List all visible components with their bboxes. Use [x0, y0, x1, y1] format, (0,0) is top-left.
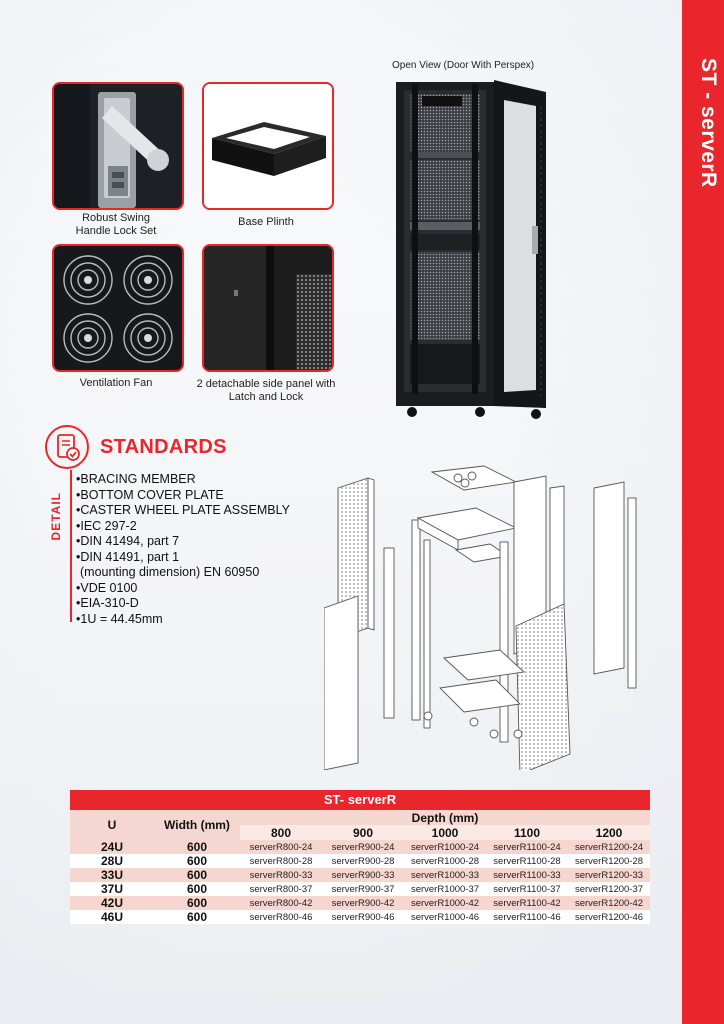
ventilation-fan-illustration [54, 246, 182, 370]
cell-model: serverR1000-33 [404, 868, 486, 882]
standards-item: •EIA-310-D [76, 596, 139, 610]
cell-model: serverR800-24 [240, 840, 322, 854]
depth-header: 900 [322, 825, 404, 840]
depth-header: 1200 [568, 825, 650, 840]
open-view-rack-photo [396, 76, 556, 421]
col-header-width: Width (mm) [154, 810, 240, 840]
cell-model: serverR1000-37 [404, 882, 486, 896]
cell-model: serverR900-46 [322, 910, 404, 924]
detail-label: DETAIL [49, 492, 63, 541]
cell-u: 46U [70, 910, 154, 924]
cell-model: serverR1100-42 [486, 896, 568, 910]
cell-model: serverR1100-46 [486, 910, 568, 924]
side-panel-caption: 2 detachable side panel with Latch and L… [196, 378, 336, 403]
base-plinth-caption: Base Plinth [238, 216, 294, 228]
cell-model: serverR900-24 [322, 840, 404, 854]
handle-lock-photo [52, 82, 184, 210]
cell-model: serverR1000-42 [404, 896, 486, 910]
cell-model: serverR900-28 [322, 854, 404, 868]
ventilation-fan-caption: Ventilation Fan [79, 377, 153, 389]
side-panel-photo [202, 244, 334, 372]
depth-header: 1000 [404, 825, 486, 840]
cell-model: serverR1200-33 [568, 868, 650, 882]
standards-item: •BOTTOM COVER PLATE [76, 487, 224, 502]
cell-width: 600 [154, 840, 240, 854]
handle-lock-caption: Robust Swing Handle Lock Set [75, 212, 157, 237]
cell-model: serverR1100-37 [486, 882, 568, 896]
open-view-caption: Open View (Door With Perspex) [392, 60, 535, 71]
cell-width: 600 [154, 896, 240, 910]
depth-header: 1100 [486, 825, 568, 840]
cell-model: serverR1000-28 [404, 854, 486, 868]
product-table: ST- serverR U Width (mm) Depth (mm) 800 … [70, 790, 650, 924]
col-header-depth: Depth (mm) [240, 810, 650, 825]
cell-model: serverR1200-37 [568, 882, 650, 896]
standards-item: •1U = 44.45mm [76, 611, 163, 626]
standards-list: •BRACING MEMBER •BOTTOM COVER PLATE •CAS… [76, 472, 290, 627]
brand-side-band: ST - serverR [682, 0, 724, 1024]
standards-title: STANDARDS [100, 436, 227, 458]
standards-item: •BRACING MEMBER [76, 472, 196, 486]
brand-title: ST - serverR [697, 58, 720, 188]
col-header-u: U [70, 810, 154, 840]
cell-width: 600 [154, 910, 240, 924]
base-plinth-illustration [204, 84, 332, 208]
standards-item: •CASTER WHEEL PLATE ASSEMBLY [76, 503, 290, 517]
cell-width: 600 [154, 868, 240, 882]
table-row: 24U 600 serverR800-24 serverR900-24 serv… [70, 840, 650, 854]
open-rack-illustration [396, 80, 546, 419]
cell-u: 24U [70, 840, 154, 854]
table-row: 28U 600 serverR800-28 serverR900-28 serv… [70, 854, 650, 868]
table-row: 37U 600 serverR800-37 serverR900-37 serv… [70, 882, 650, 896]
cell-model: serverR800-42 [240, 896, 322, 910]
ventilation-fan-photo [52, 244, 184, 372]
cell-model: serverR1000-46 [404, 910, 486, 924]
cell-model: serverR1200-46 [568, 910, 650, 924]
standards-item: •DIN 41494, part 7 [76, 534, 180, 548]
exploded-view-diagram [323, 458, 654, 775]
cell-model: serverR1100-28 [486, 854, 568, 868]
cell-model: serverR800-28 [240, 854, 322, 868]
table-row: 42U 600 serverR800-42 serverR900-42 serv… [70, 896, 650, 910]
standards-item: •DIN 41491, part 1 [76, 549, 180, 564]
detail-divider [70, 470, 72, 622]
cell-width: 600 [154, 882, 240, 896]
cell-model: serverR900-33 [322, 868, 404, 882]
cell-u: 33U [70, 868, 154, 882]
cell-width: 600 [154, 854, 240, 868]
cell-model: serverR1200-42 [568, 896, 650, 910]
standards-badge-icon [44, 424, 90, 470]
handle-lock-illustration [54, 84, 182, 208]
cell-model: serverR900-37 [322, 882, 404, 896]
cell-model: serverR1200-28 [568, 854, 650, 868]
table-row: 33U 600 serverR800-33 serverR900-33 serv… [70, 868, 650, 882]
table-title: ST- serverR [70, 790, 650, 810]
standards-item: •IEC 297-2 [76, 518, 137, 533]
cell-u: 28U [70, 854, 154, 868]
cell-u: 42U [70, 896, 154, 910]
cell-model: serverR800-46 [240, 910, 322, 924]
cell-model: serverR800-33 [240, 868, 322, 882]
side-panel-illustration [204, 246, 332, 370]
cell-model: serverR1100-24 [486, 840, 568, 854]
standards-item: •VDE 0100 [76, 580, 138, 595]
cell-model: serverR900-42 [322, 896, 404, 910]
standards-item: (mounting dimension) EN 60950 [80, 565, 260, 579]
depth-header: 800 [240, 825, 322, 840]
cell-u: 37U [70, 882, 154, 896]
detail-tag: DETAIL [48, 492, 68, 564]
table-row: 46U 600 serverR800-46 serverR900-46 serv… [70, 910, 650, 924]
cell-model: serverR800-37 [240, 882, 322, 896]
cell-model: serverR1200-24 [568, 840, 650, 854]
cell-model: serverR1000-24 [404, 840, 486, 854]
base-plinth-photo [202, 82, 334, 210]
cell-model: serverR1100-33 [486, 868, 568, 882]
